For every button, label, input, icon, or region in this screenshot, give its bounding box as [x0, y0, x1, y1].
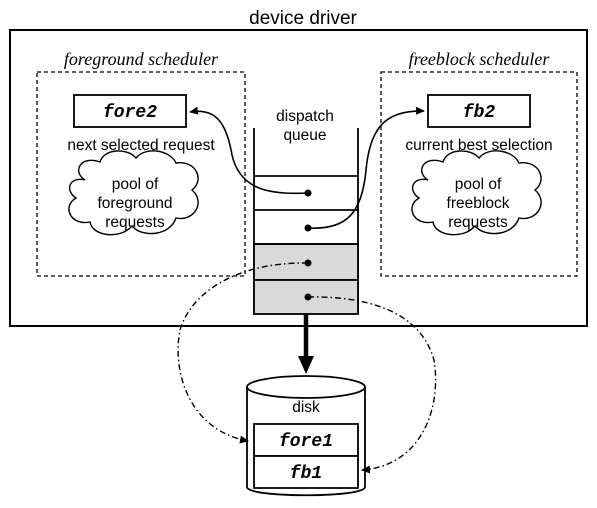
disk-slot-fore1 — [253, 423, 359, 457]
freeblock-pool-line2: freeblock — [447, 195, 510, 212]
dispatch-queue-label-line1: dispatch — [276, 108, 334, 125]
pointer-to-fore2 — [189, 106, 309, 195]
freeblock-pool-line1: pool of — [455, 176, 502, 193]
fb2-box — [427, 94, 531, 128]
freeblock-caption: current best selection — [405, 137, 552, 154]
freeblock-pool-cloud — [411, 150, 542, 236]
fb1-label: fb1 — [290, 464, 322, 484]
dispatch-to-fb1-arrow — [307, 296, 437, 474]
pointer-to-fb2 — [307, 106, 425, 229]
foreground-caption: next selected request — [67, 137, 215, 154]
freeblock-pool-line3: requests — [448, 214, 508, 231]
device-driver-box — [9, 29, 588, 327]
disk-label: disk — [292, 399, 320, 416]
dispatch-queue-label-line2: queue — [283, 127, 326, 144]
foreground-pool-cloud — [68, 150, 199, 236]
fore1-label: fore1 — [279, 432, 333, 452]
foreground-scheduler-box — [36, 71, 246, 277]
foreground-pool-line3: requests — [105, 214, 165, 231]
fb2-label: fb2 — [463, 103, 496, 123]
fore2-label: fore2 — [103, 103, 157, 123]
foreground-scheduler-title: foreground scheduler — [64, 49, 219, 69]
disk-top — [246, 375, 366, 399]
foreground-pool-line2: foreground — [98, 195, 173, 212]
dispatch-to-fore1-arrow — [177, 262, 309, 444]
disk-slot-fb1 — [253, 455, 359, 489]
device-driver-title: device driver — [249, 8, 357, 29]
freeblock-scheduler-title: freeblock scheduler — [409, 49, 551, 69]
fore2-box — [73, 94, 187, 128]
freeblock-scheduler-box — [380, 71, 578, 277]
foreground-pool-line1: pool of — [112, 176, 159, 193]
